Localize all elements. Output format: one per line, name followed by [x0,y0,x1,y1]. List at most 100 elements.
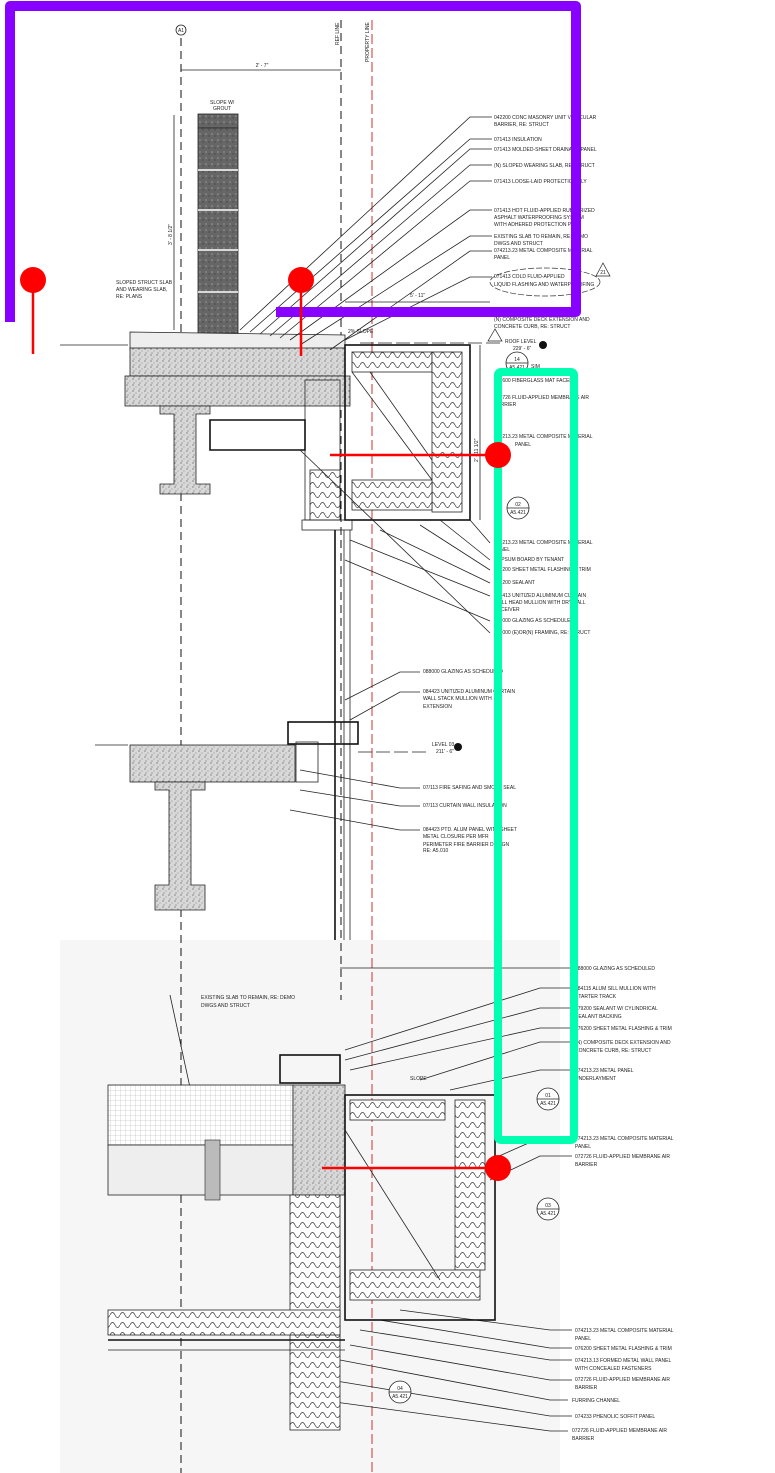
level-03-slab: LEVEL 03 211' - 6" [95,742,462,911]
note: EXISTING SLAB TO REMAIN, RE: DEMO [494,234,588,240]
note: 07/113 FIRE SAFING AND SMOKE SEAL [423,785,516,791]
note: (N) SLOPED WEARING SLAB, RE: STRUCT [494,163,595,169]
red-marker[interactable] [322,1155,511,1181]
roof-level-elevation: 229' - 6" [513,346,532,352]
property-line-label: PROPERTY LINE [365,22,371,62]
note: (N) COMPOSITE DECK EXTENSION AND [494,317,590,323]
note: 07/113 CURTAIN WALL INSULATION [423,803,507,809]
ref-line-label: REF LINE [335,22,341,45]
steel-beam-level-03 [154,781,206,911]
grid-bubble-label: A1 [178,28,184,34]
annotation-labels-middle: 088000 GLAZING AS SCHEDULED 084423 UNITI… [423,669,517,854]
note: WITH CONCEALED FASTENERS [575,1366,652,1372]
note: UNDERLAYMENT [575,1076,616,1082]
note: PANEL [494,255,510,261]
note: CONCRETE CURB, RE: STRUCT [575,1048,651,1054]
note: BARRIER [572,1436,595,1442]
note: 084115 ALUM SILL MULLION WITH [575,986,656,992]
note: CONCRETE CURB, RE: STRUCT [494,324,570,330]
note: 084413 UNITIZED ALUMINUM CURTAIN [494,593,586,599]
note: ASPHALT WATERPROOFING SYSTEM [494,215,584,221]
callout-number: 01 [545,1093,551,1099]
note: 076200 SHEET METAL FLASHING & TRIM [494,567,591,573]
note: WALL HEAD MULLION WITH DRYWALL [494,600,586,606]
annotation-labels-bottom: 074213.23 METAL COMPOSITE MATERIAL PANEL… [572,1328,674,1442]
detail-callout[interactable]: 01 A5.421 [536,1087,560,1111]
existing-slab-note-1: EXISTING SLAB TO REMAIN, RE: DEMO [201,995,295,1001]
note: 076200 SHEET METAL FLASHING & TRIM [575,1346,672,1352]
red-marker[interactable] [20,267,46,354]
note: BARRIER [494,402,517,408]
revision-triangle [487,328,503,342]
note: 088000 GLAZING AS SCHEDULED [494,618,574,624]
note: WALL STACK MULLION WITH [423,696,492,702]
note: PANEL [515,442,531,448]
note: 061000 (E)OR(N) FRAMING, RE: STRUCT [494,630,590,636]
dimension-panel: 5' - 11" [410,293,425,299]
detail-callout[interactable]: 04 A5.421 [388,1380,412,1404]
grid-bubble [175,24,187,36]
lower-soffit-assembly: SLOPE EXISTING SLAB TO REMAIN, RE: DEMO … [107,995,496,1431]
slope-bottom: SLOPE [410,1076,427,1082]
note: PERIMETER FIRE BARRIER DESIGN [423,842,510,848]
upper-panel-assembly: 2' - 11 1/2" [209,344,481,521]
callout-note: SIM [531,364,540,370]
callout-number: 02 [515,502,521,508]
masonry-parapet: SLOPE W/ GROUT 3' - 8 1/2" [168,100,239,334]
level-marker-icon [539,341,547,349]
note: 088000 GLAZING AS SCHEDULED [575,966,655,972]
note: 084423 PTD. ALUM PANEL WITH SHEET [423,827,517,833]
red-marker[interactable] [288,267,314,356]
note: BARRIER [575,1385,598,1391]
steel-beam-upper [159,405,211,495]
note: BARRIER, RE: STRUCT [494,122,549,128]
detail-callout[interactable]: 02 A5.421 [506,496,530,520]
level-03-elevation: 211' - 6" [436,749,454,755]
dimension-vertical: 2' - 11 1/2" [474,438,480,462]
note: 072726 FLUID-APPLIED MEMBRANE AIR [575,1377,670,1383]
callout-sheet: A5.421 [540,1101,556,1107]
existing-slab-note-2: DWGS AND STRUCT [201,1003,250,1009]
annotation-labels-upper-right: 061600 FIBERGLASS MAT FACED 072726 FLUID… [494,378,593,636]
level-marker-icon [454,743,462,751]
note: 074213.23 METAL COMPOSITE MATERIAL [494,434,593,440]
note: 072726 FLUID-APPLIED MEMBRANE AIR [572,1428,667,1434]
note: WITH ADHERED PROTECTION PLY [494,222,578,228]
note: STARTER TRACK [575,994,617,1000]
note: PANEL [575,1144,591,1150]
callout-sheet: A5.421 [540,1211,556,1217]
purple-highlight-frame [5,1,581,322]
note: RE: A5.010 [423,848,449,854]
note: 079200 SEALANT [494,580,535,586]
red-marker[interactable] [330,442,511,468]
note: SEALANT BACKING [575,1014,622,1020]
callout-number: 03 [545,1203,551,1209]
revision-tag: 21 [600,270,606,276]
detail-callout[interactable]: 03 A5.421 [536,1197,560,1221]
note: LIQUID FLASHING AND WATERPROOFING [494,282,594,288]
note: DWGS AND STRUCT [494,241,543,247]
note: 071413 HOT FLUID-APPLIED RUBBERIZED [494,208,595,214]
note: 074213.23 METAL COMPOSITE MATERIAL [575,1328,674,1334]
note: 072726 FLUID-APPLIED MEMBRANE AIR [575,1154,670,1160]
curtain-wall [287,519,359,940]
callout-number: 04 [397,1386,403,1392]
sloped-slab-note-2: AND WEARING SLAB, [116,287,167,293]
note: RECEIVER [494,607,520,613]
callout-number: 14 [514,357,520,363]
callout-sheet: A5.421 [392,1394,408,1400]
note: 071413 LOOSE-LAID PROTECTION PLY [494,179,587,185]
callout-sheet: A5.421 [510,510,526,516]
note: (N) COMPOSITE DECK EXTENSION AND [575,1040,671,1046]
annotation-labels-lower: 088000 GLAZING AS SCHEDULED 084115 ALUM … [575,966,674,1168]
roof-slab: 2% SLOPE 5' - 11" [60,293,490,495]
revision-cloud [489,267,601,297]
roof-level-name: ROOF LEVEL [505,339,537,345]
note: 074233 PHENOLIC SOFFIT PANEL [575,1414,655,1420]
slope-grout-label-2: GROUT [213,106,231,112]
note: 071413 INSULATION [494,137,542,143]
note: 076200 SHEET METAL FLASHING & TRIM [575,1026,672,1032]
note: 061600 FIBERGLASS MAT FACED [494,378,573,384]
note: 079200 SEALANT W/ CYLINDRICAL [575,1006,658,1012]
